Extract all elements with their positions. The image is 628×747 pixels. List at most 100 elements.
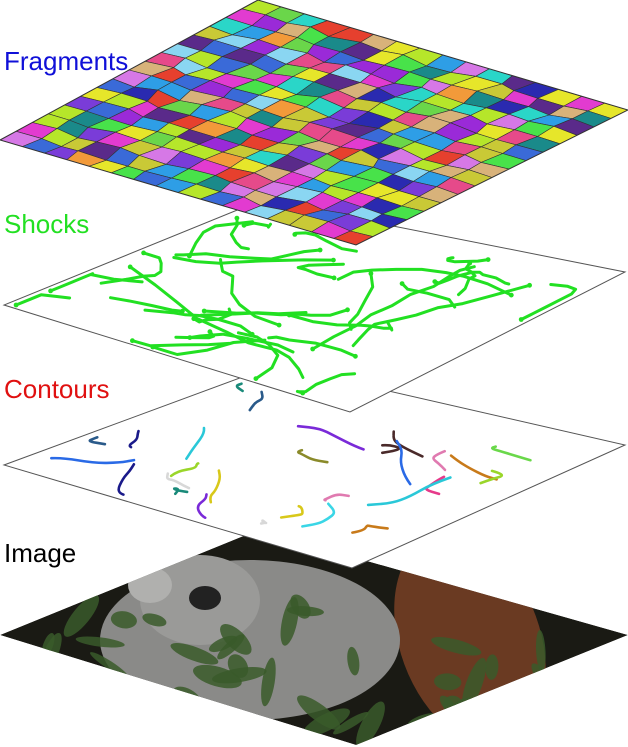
shocks-plane	[2, 199, 627, 413]
contour-curve	[248, 390, 264, 412]
leaf	[101, 699, 128, 723]
contour-curve	[279, 504, 304, 519]
shock-node	[399, 281, 405, 286]
shock-curve	[296, 262, 345, 280]
contour-curve	[323, 493, 350, 502]
leaf	[347, 646, 360, 676]
leaf	[69, 675, 97, 701]
leaf	[193, 664, 242, 689]
leaf	[434, 673, 462, 691]
contour-curve	[392, 430, 424, 458]
koala-ear	[128, 567, 172, 603]
shock-node	[467, 260, 473, 266]
shock-curve	[457, 261, 477, 297]
contour-curve	[117, 463, 136, 496]
leaf	[63, 594, 100, 637]
contour-curve	[381, 443, 401, 455]
leaf	[462, 657, 487, 711]
contour-curve	[165, 472, 191, 490]
koala-nose	[189, 586, 221, 610]
fragments-label: Fragments	[4, 46, 129, 76]
shock-curve	[130, 339, 231, 348]
contour-curve	[296, 448, 329, 464]
shock-node	[150, 344, 156, 350]
contour-curve	[235, 382, 244, 393]
contours-layer	[2, 364, 627, 569]
shock-node	[180, 308, 185, 314]
shock-curve	[109, 296, 184, 313]
contour-curve	[351, 524, 389, 534]
shock-node	[368, 271, 374, 276]
shock-node	[300, 390, 306, 396]
shock-curve	[192, 307, 233, 324]
contour-curve	[172, 487, 189, 496]
shock-curve	[128, 265, 305, 379]
leaf	[456, 720, 494, 734]
shock-node	[130, 338, 135, 344]
contour-curve	[128, 429, 140, 449]
shock-curve	[336, 267, 513, 297]
leaf	[220, 624, 252, 655]
leaf	[47, 707, 65, 731]
shock-node	[207, 329, 213, 335]
shock-node	[508, 292, 514, 298]
shock-curve	[143, 308, 254, 336]
shock-curve	[446, 256, 490, 264]
contours-plane	[2, 364, 627, 569]
shock-node	[141, 250, 147, 256]
shock-node	[331, 275, 337, 281]
shock-curve	[242, 221, 272, 229]
contour-curve	[169, 462, 200, 478]
shock-node	[191, 316, 197, 322]
shock-curve	[267, 335, 357, 358]
fragments-layer	[0, 0, 628, 246]
shock-curve	[151, 338, 267, 356]
shock-curve	[311, 265, 476, 351]
contour-curve	[432, 449, 447, 472]
leaf	[170, 642, 219, 665]
shock-node	[485, 257, 491, 262]
shock-curve	[229, 216, 250, 251]
image-label: Image	[4, 538, 77, 568]
shock-node	[527, 282, 532, 288]
shock-node	[286, 312, 292, 318]
shock-node	[187, 335, 193, 340]
contour-curve	[259, 519, 268, 525]
leaf	[280, 597, 299, 646]
contour-curve	[490, 445, 532, 462]
shock-node	[234, 215, 240, 221]
leaf	[431, 637, 482, 656]
fragment-cell	[332, 230, 374, 245]
shock-node	[317, 247, 323, 253]
contour-curve	[296, 424, 365, 451]
shock-node	[292, 232, 298, 237]
shock-curve	[14, 293, 72, 307]
shock-curve	[295, 372, 357, 395]
leaf	[356, 701, 385, 745]
shocks-label: Shocks	[4, 209, 90, 239]
contour-curve	[366, 476, 452, 507]
shock-node	[331, 257, 336, 263]
shock-curve	[400, 282, 457, 309]
contour-curve	[185, 426, 206, 460]
contour-curve	[479, 469, 504, 485]
leaf	[165, 705, 211, 724]
shock-node	[201, 308, 207, 314]
image-layer	[0, 530, 628, 745]
leaf	[90, 652, 129, 678]
shock-node	[310, 346, 316, 352]
leaf	[485, 654, 499, 680]
shock-curve	[49, 272, 144, 293]
shock-node	[48, 288, 53, 294]
shock-curve	[351, 283, 532, 348]
shock-curve	[519, 283, 578, 321]
shock-curve	[287, 313, 394, 332]
shock-node	[432, 279, 438, 284]
shock-node	[518, 317, 524, 322]
shock-node	[13, 302, 19, 308]
contour-curve	[50, 456, 136, 465]
shocks-layer	[2, 199, 627, 413]
shock-curve	[172, 256, 335, 265]
shock-curve	[99, 251, 163, 285]
